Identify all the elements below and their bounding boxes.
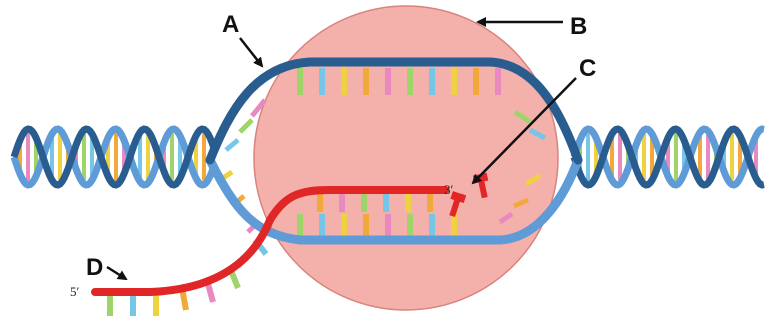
label-d: D bbox=[86, 254, 103, 281]
enzyme-bubble bbox=[254, 6, 558, 310]
five-prime-label: 5′ bbox=[70, 284, 80, 299]
three-prime-label: 3′ bbox=[444, 182, 454, 197]
label-a: A bbox=[222, 11, 239, 38]
label-c: C bbox=[579, 55, 596, 82]
edge-base bbox=[226, 140, 238, 150]
edge-base bbox=[240, 120, 252, 132]
arrow-d bbox=[107, 267, 126, 279]
arrow-a bbox=[240, 38, 262, 66]
label-b: B bbox=[570, 13, 587, 40]
